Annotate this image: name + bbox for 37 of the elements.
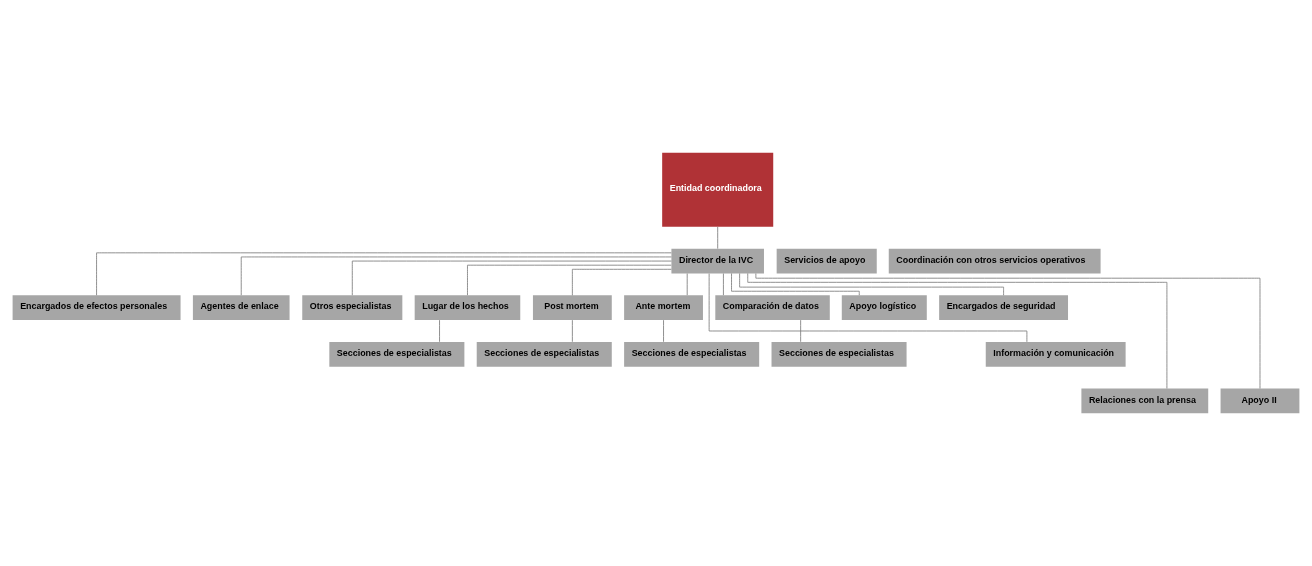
node-box: Apoyo II [1220, 388, 1300, 414]
node-box: Otros especialistas [302, 295, 403, 320]
connector [96, 252, 672, 296]
node-box: Servicios de apoyo [776, 248, 877, 274]
node-box: Agentes de enlace [192, 295, 290, 320]
node-box: Coordinación con otros servicios operativos [888, 248, 1101, 274]
connector [571, 319, 573, 343]
node-box: Post mortem [532, 295, 612, 320]
connector [731, 273, 860, 296]
node-box: Secciones de especialistas [771, 341, 907, 367]
connector [571, 268, 672, 296]
node-box: Información y comunicación [985, 341, 1126, 367]
connector [747, 273, 1168, 389]
node-box: Ante mortem [624, 295, 703, 320]
node-box: Entidad coordinadora [662, 152, 774, 227]
connector [467, 264, 672, 296]
connector [686, 273, 688, 296]
node-box: Apoyo logístico [841, 295, 927, 320]
connector [739, 273, 1004, 296]
node-box: Relaciones con la prensa [1081, 388, 1209, 414]
node-box: Comparación de datos [715, 295, 830, 320]
node-box: Secciones de especialistas [624, 341, 760, 367]
connector [708, 273, 1028, 343]
connector [723, 273, 724, 296]
connector [800, 319, 802, 343]
connector [663, 319, 664, 343]
connector [439, 319, 440, 343]
connector [351, 260, 672, 296]
connector [717, 226, 719, 249]
node-box: Encargados de efectos personales [12, 295, 181, 320]
connector [755, 273, 1261, 389]
node-box: Encargados de seguridad [939, 295, 1069, 320]
node-box: Lugar de los hechos [414, 295, 521, 320]
connector [240, 256, 672, 296]
node-box: Secciones de especialistas [476, 341, 612, 367]
node-box: Secciones de especialistas [329, 341, 465, 367]
node-box: Director de la IVC [671, 248, 764, 274]
